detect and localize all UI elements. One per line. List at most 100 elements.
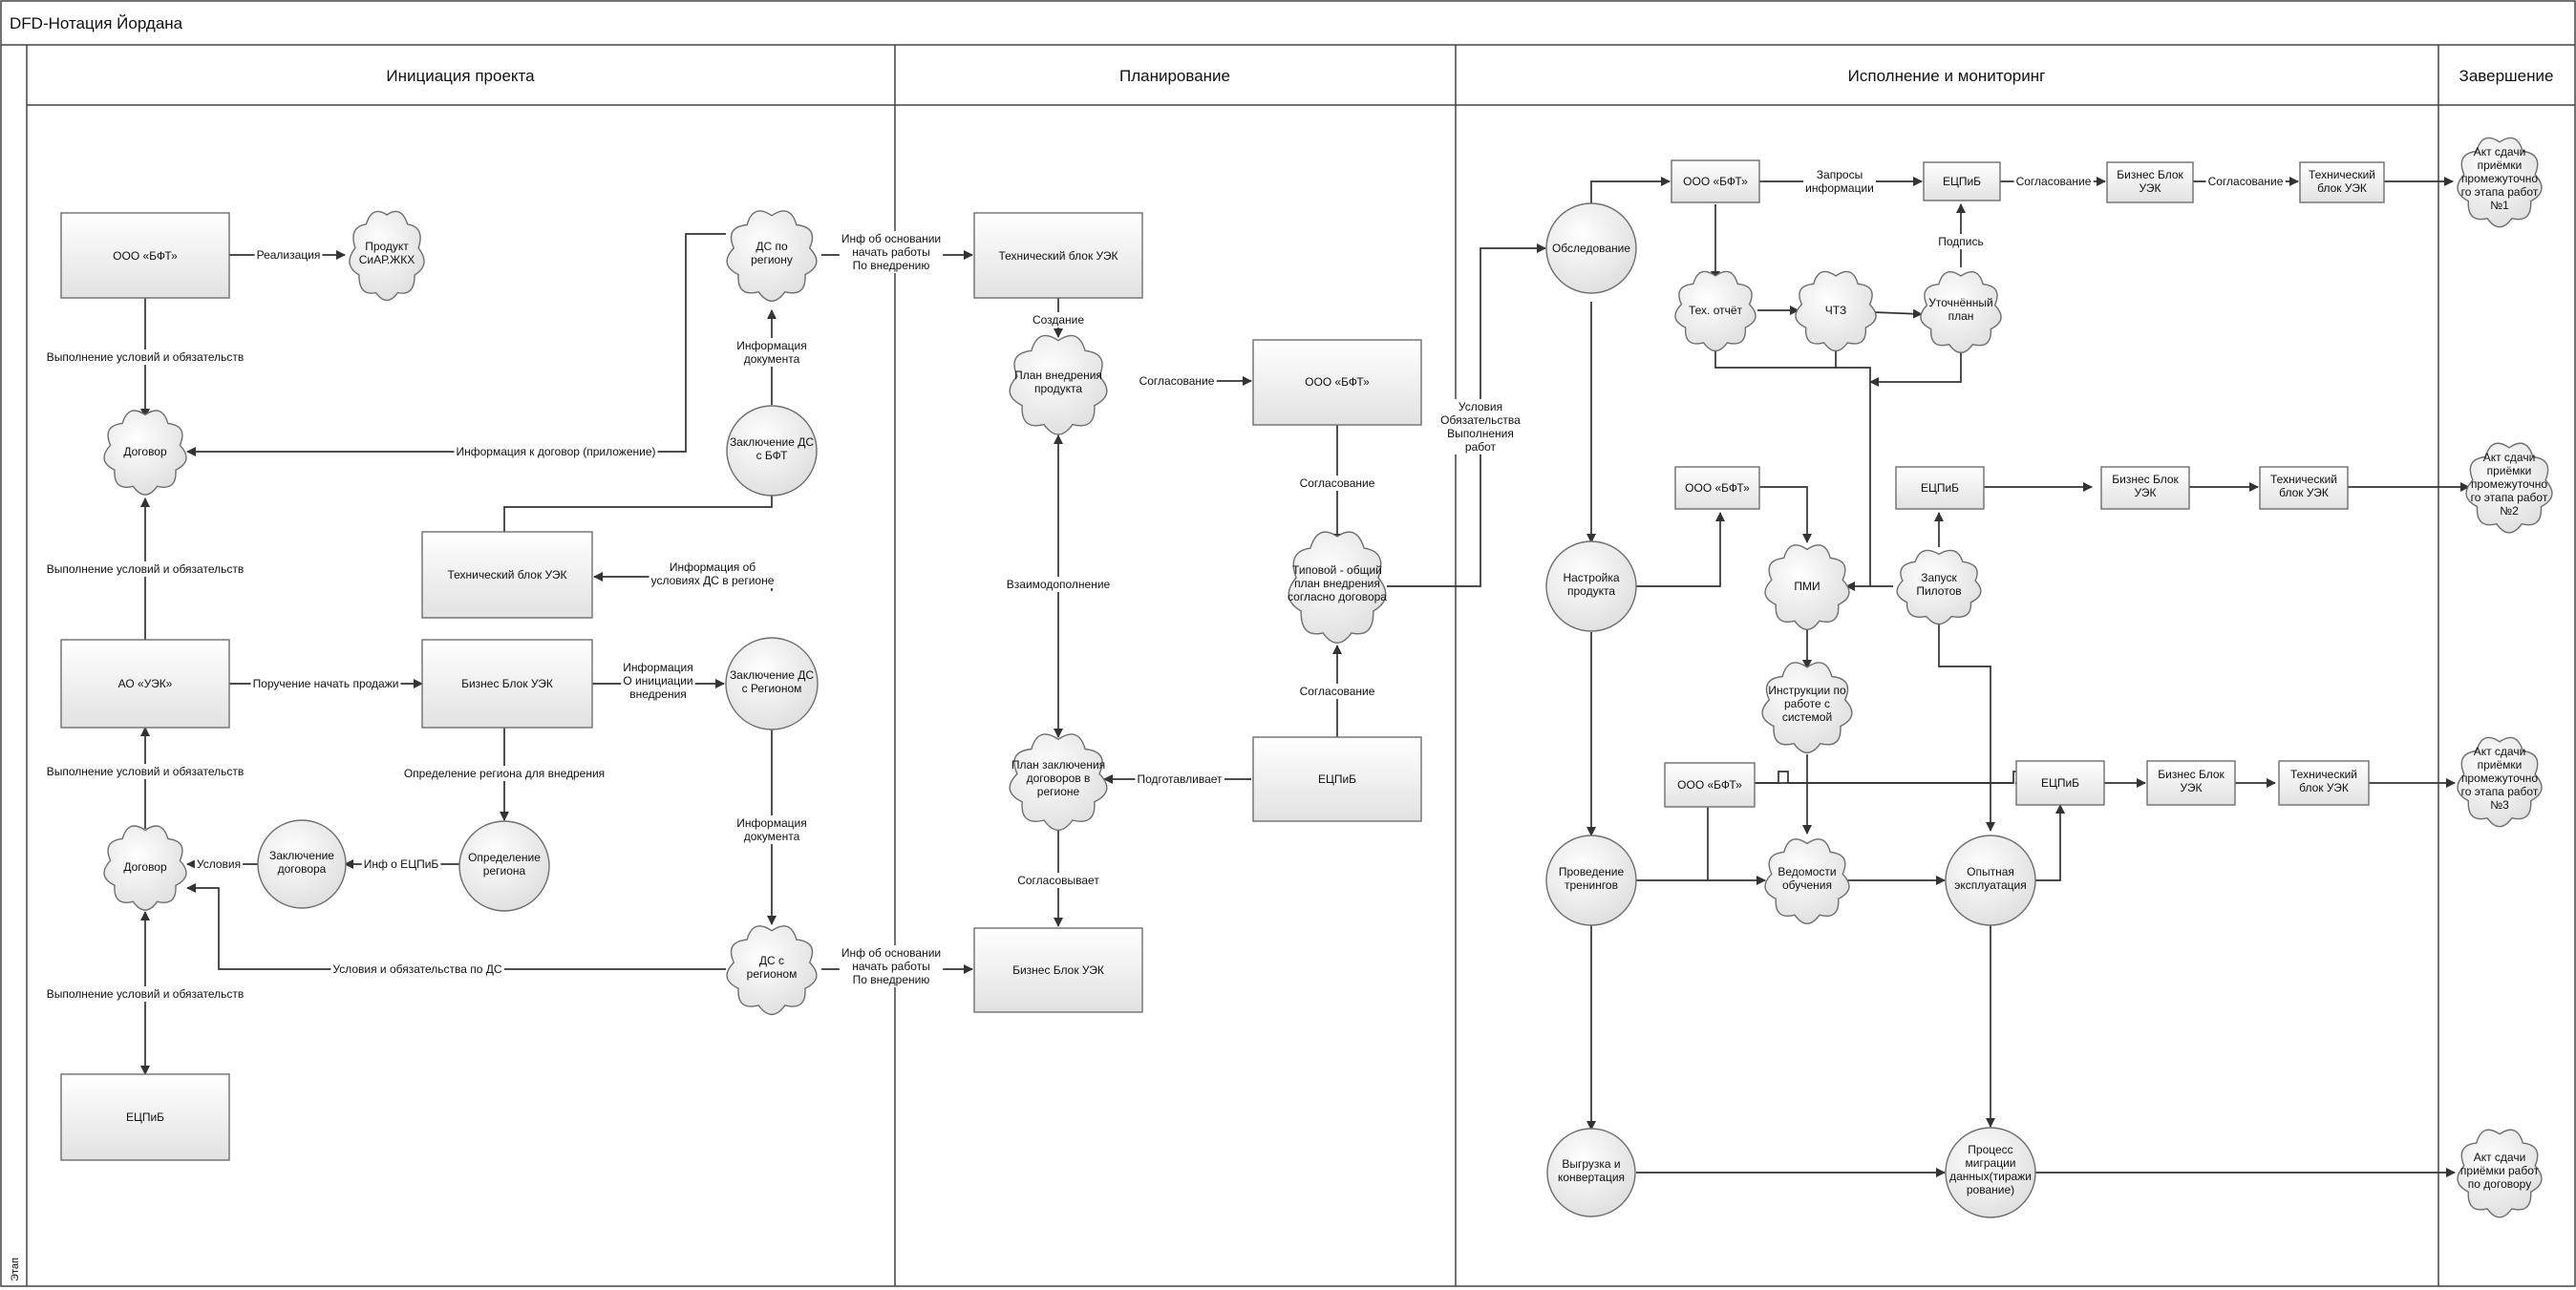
store-zapusk-pilotov-cloud[interactable] (1896, 549, 1982, 625)
process-auek[interactable] (60, 639, 230, 729)
edge-label-vypoln1: Выполнение условий и обязательств (47, 350, 244, 364)
store-plan-zakl-cloud[interactable] (1009, 733, 1108, 832)
edge-label-background (1004, 577, 1113, 592)
process-business-block-2[interactable] (973, 927, 1143, 1013)
process-bft-planning[interactable] (1252, 339, 1422, 426)
store-ds-region-top-cloud[interactable] (726, 210, 818, 302)
store-pmi-cloud[interactable] (1764, 544, 1850, 630)
process-bft-row1[interactable] (1671, 159, 1760, 203)
node-label-obsled: Обследование (1552, 242, 1630, 255)
node-label-bft1: ООО «БФТ» (113, 249, 178, 263)
cloud-shape (103, 410, 187, 496)
store-tipovoy-plan-cloud[interactable] (1288, 531, 1387, 644)
edge-label-soglasovanie2: Согласование (1300, 476, 1375, 490)
process-migraciya[interactable] (1945, 1127, 2036, 1218)
store-akt-3-cloud[interactable] (2457, 736, 2543, 828)
process-business-block-1[interactable] (421, 639, 593, 729)
process-tech-block-row2[interactable] (2259, 466, 2349, 510)
edge-label-background (44, 561, 246, 577)
process-zakl-ds-bft[interactable] (726, 405, 818, 497)
node-label-ecplib2: ЕЦПиБ (1318, 772, 1356, 786)
process-zakl-dogovora[interactable] (257, 819, 347, 909)
process-ecplib-row2[interactable] (1895, 466, 1985, 510)
store-instrukcii-cloud[interactable] (1761, 662, 1853, 753)
process-tech-block-row1[interactable] (2299, 161, 2385, 203)
process-ecplib-row3[interactable] (2015, 760, 2105, 806)
store-teh-otchet-cloud[interactable] (1674, 270, 1756, 352)
edge-label-soglasovyvaet: Согласовывает (1017, 874, 1099, 887)
process-bft-row3[interactable] (1664, 762, 1756, 808)
edge-label-background (361, 856, 441, 872)
process-business-block-row2[interactable] (2100, 466, 2190, 510)
store-utochnenny-plan-cloud[interactable] (1920, 270, 2002, 353)
cloud-shape (726, 210, 818, 302)
cloud-shape (2457, 736, 2543, 828)
process-opred-regiona[interactable] (458, 820, 550, 912)
process-ecplib-1[interactable] (60, 1073, 230, 1161)
cloud-shape (2457, 1129, 2543, 1218)
cloud-shape (1674, 270, 1756, 352)
edge-label-background (1297, 684, 1377, 699)
store-dogovor-2-cloud[interactable] (103, 825, 187, 911)
store-akt-2-cloud[interactable] (2465, 442, 2553, 534)
cloud-shape (1764, 838, 1850, 924)
store-chtz-cloud[interactable] (1795, 270, 1877, 352)
store-product-cloud[interactable] (349, 210, 425, 302)
process-zakl-ds-region[interactable] (725, 637, 819, 730)
edge-label-background (2013, 174, 2094, 189)
process-ecplib-row1[interactable] (1923, 161, 2001, 201)
edge-label-background (1137, 373, 1217, 389)
node-label-bft2: ООО «БФТ» (1305, 375, 1370, 389)
store-akt-1-cloud[interactable] (2457, 137, 2543, 228)
process-vygruzka[interactable] (1546, 1128, 1636, 1217)
process-opytnaya-ekspluataciya[interactable] (1945, 835, 2036, 926)
cloud-shape (1795, 270, 1877, 352)
process-tech-block-1[interactable] (421, 531, 593, 619)
node-label-bft3: ООО «БФТ» (1683, 175, 1748, 188)
node-label-dogovor1: Договор (123, 445, 167, 458)
process-business-block-row1[interactable] (2106, 161, 2194, 203)
process-business-block-row3[interactable] (2146, 760, 2236, 806)
store-ds-region-bottom-cloud[interactable] (726, 925, 818, 1016)
process-tech-block-row3[interactable] (2278, 760, 2370, 806)
process-bft-row2[interactable] (1674, 466, 1760, 510)
edge-label-background (839, 945, 944, 987)
edge-label-vypoln2: Выполнение условий и обязательств (47, 562, 244, 576)
edge-label-podpis: Подпись (1938, 235, 1984, 248)
process-tech-block-2[interactable] (973, 212, 1143, 299)
process-ecplib-2[interactable] (1252, 736, 1422, 822)
store-plan-vnedreniya-cloud[interactable] (1009, 334, 1108, 435)
lane-header-initiation: Инициация проекта (386, 67, 535, 85)
cloud-shape (1009, 733, 1108, 832)
edge-label-background (330, 962, 504, 977)
edge-label-background (1030, 312, 1087, 328)
store-dogovor-1-cloud[interactable] (103, 410, 187, 496)
cloud-shape (2457, 137, 2543, 228)
store-akt-4-cloud[interactable] (2457, 1129, 2543, 1218)
node-label-dogovor2: Договор (123, 860, 167, 874)
process-provedenie-treningov[interactable] (1545, 835, 1637, 926)
edge-label-vypoln4: Выполнение условий и обязательств (47, 987, 244, 1001)
edge-label-podgotavl: Подготавливает (1137, 772, 1223, 786)
store-vedomosti-cloud[interactable] (1764, 838, 1850, 924)
edge-label-background (44, 764, 246, 779)
process-nastroyka-produkta[interactable] (1545, 540, 1637, 632)
process-bft-initiation[interactable] (60, 212, 230, 299)
edge-label-soglasovanie1: Согласование (1139, 374, 1215, 388)
cloud-shape (349, 210, 425, 302)
process-obsledovanie[interactable] (1545, 202, 1637, 294)
